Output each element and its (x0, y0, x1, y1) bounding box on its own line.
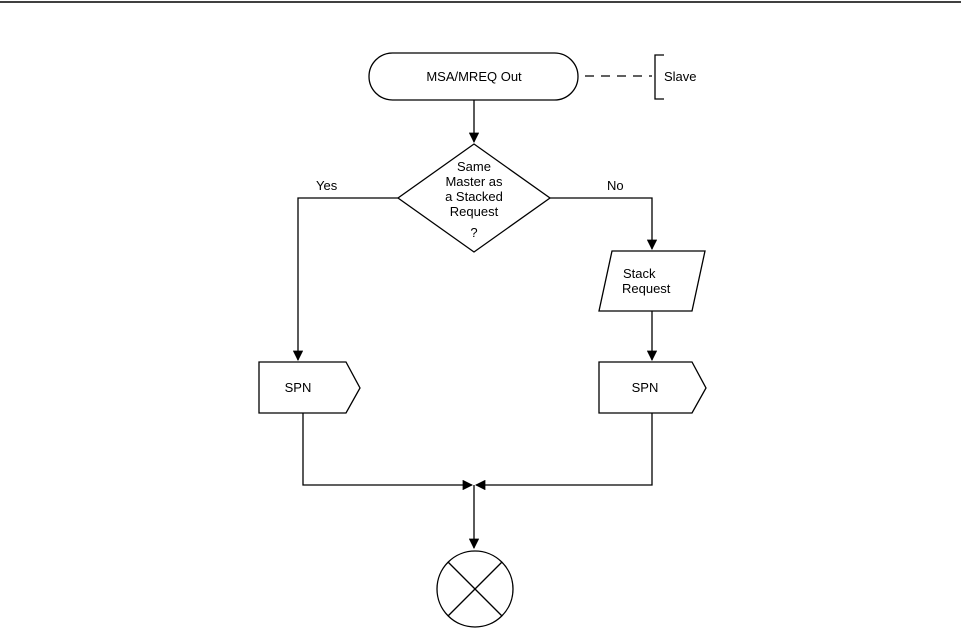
end-connector-circle (436, 550, 514, 628)
spn-left-shape (258, 361, 361, 414)
spn-left-label: SPN (285, 380, 312, 395)
end-connector-cross-2 (447, 561, 503, 617)
decision-line-2: Master as (445, 174, 503, 189)
yes-branch-connector (292, 197, 398, 362)
no-branch-label: No (607, 178, 624, 193)
slave-annotation: Slave (654, 54, 697, 100)
start-terminator-label: MSA/MREQ Out (426, 69, 522, 84)
decision-diamond: Same Master as a Stacked Request ? (396, 143, 552, 253)
decision-line-1: Same (457, 159, 491, 174)
slave-annotation-bracket (654, 54, 664, 100)
decision-line-4: Request (450, 204, 499, 219)
no-branch-connector (550, 197, 658, 251)
spn-right-node: SPN (598, 361, 707, 414)
decision-diamond-shape (396, 143, 552, 253)
spn-left-node: SPN (258, 361, 361, 414)
merge-left-connector (302, 413, 474, 491)
spn-right-shape (598, 361, 707, 414)
stack-request-node: Stack Request (598, 250, 706, 312)
stack-request-line-2: Request (622, 281, 671, 296)
spn-right-label: SPN (632, 380, 659, 395)
merge-right-connector (474, 413, 653, 491)
stack-request-shape (598, 250, 706, 312)
start-terminator: MSA/MREQ Out (368, 52, 579, 101)
yes-branch-label: Yes (316, 178, 338, 193)
slave-annotation-label: Slave (664, 69, 697, 84)
decision-line-5: ? (470, 225, 477, 240)
end-connector (436, 550, 514, 628)
decision-line-3: a Stacked (445, 189, 503, 204)
stack-request-line-1: Stack (623, 266, 656, 281)
